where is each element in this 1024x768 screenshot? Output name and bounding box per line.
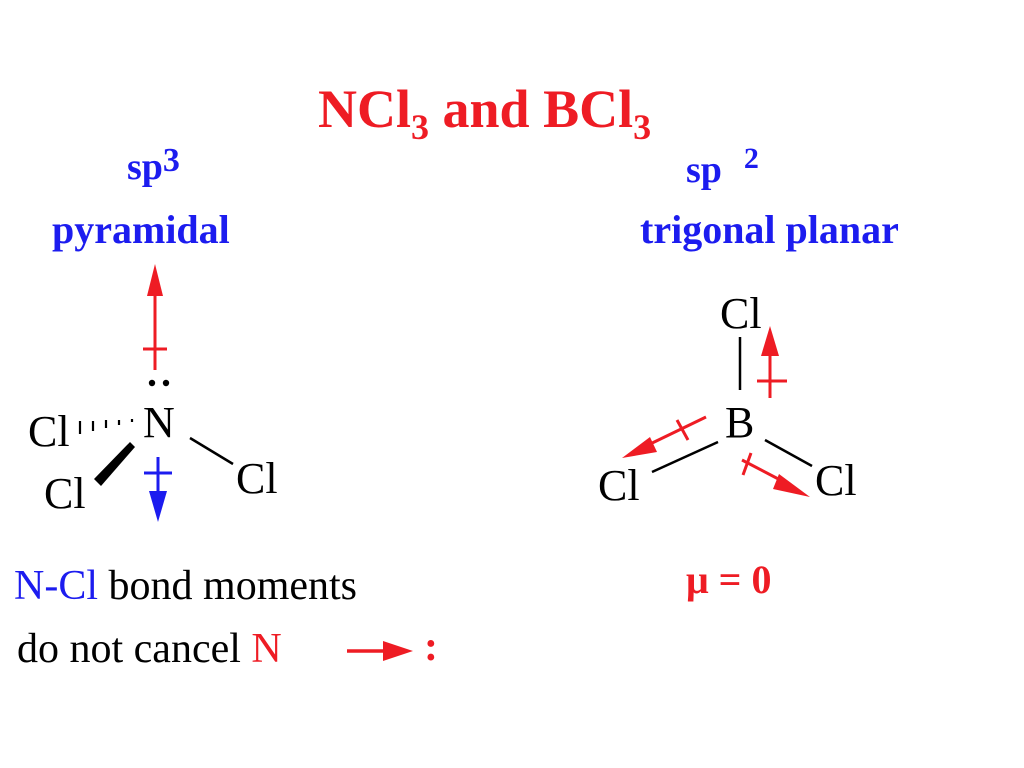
bcl3-dipole-moment: μ = 0	[686, 557, 772, 602]
bcl3-dipole-arrow-top	[757, 326, 787, 398]
title-ncl-subscript: 3	[411, 107, 429, 147]
title-and-bcl: and BCl	[429, 79, 634, 139]
right-hybridization-superscript: 2	[743, 142, 759, 175]
caption-dash: -	[44, 563, 59, 609]
caption-lone-pair-colon: :	[424, 624, 438, 670]
ncl3-dipole-arrow-up	[143, 264, 167, 370]
ncl3-dipole-arrow-down	[144, 457, 172, 522]
ncl3-atom-cl-wedge: Cl	[44, 469, 86, 518]
right-hybridization: sp 2	[686, 142, 759, 191]
ncl3-plain-bond	[189, 436, 234, 466]
caption-arrow	[347, 641, 413, 661]
ncl3-hashed-bond	[78, 419, 134, 434]
bcl3-atom-cl-left: Cl	[598, 461, 640, 510]
ncl3-lone-pair	[148, 379, 170, 387]
right-geometry-label: trigonal planar	[640, 207, 899, 252]
ncl3-caption-line1: N-Cl bond moments	[14, 565, 357, 607]
caption-n: N	[14, 563, 45, 609]
title-bcl-subscript: 3	[633, 107, 652, 147]
page-title: NCl3 and BCl3	[318, 82, 651, 145]
bcl3-dipole-arrow-left	[622, 415, 707, 458]
ncl3-wedge-bond	[94, 442, 135, 486]
title-ncl: NCl	[318, 79, 411, 139]
bcl3-dipole-arrow-right	[741, 452, 810, 497]
left-hybridization-superscript: 3	[162, 142, 180, 179]
caption-n-red: N	[251, 626, 282, 672]
bcl3-atom-b: B	[725, 398, 754, 447]
caption-bond-moments: bond moments	[98, 563, 358, 609]
bcl3-bond-right	[764, 438, 813, 468]
left-hybridization: sp3	[127, 142, 180, 188]
bcl3-atom-cl-right: Cl	[815, 456, 857, 505]
ncl3-caption-line2: do not cancel N	[17, 628, 282, 670]
ncl3-atom-n: N	[143, 398, 175, 447]
right-hybridization-base: sp	[686, 149, 722, 191]
bcl3-atom-cl-top: Cl	[720, 289, 762, 338]
caption-do-not-cancel: do not cancel	[17, 626, 252, 672]
left-geometry-label: pyramidal	[52, 207, 230, 252]
ncl3-atom-cl-back: Cl	[28, 407, 70, 456]
caption-cl: Cl	[58, 563, 99, 609]
ncl3-atom-cl-right: Cl	[236, 454, 278, 503]
left-hybridization-base: sp	[127, 146, 163, 188]
bcl3-bond-left	[651, 440, 719, 474]
